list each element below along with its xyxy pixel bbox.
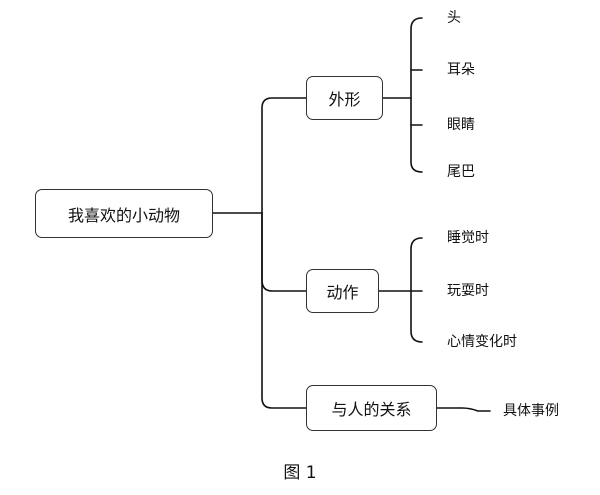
leaf-label: 头: [447, 10, 461, 26]
leaf-label: 心情变化时: [447, 334, 517, 350]
leaf-label: 具体事例: [503, 403, 559, 419]
branch-node-label: 与人的关系: [331, 400, 412, 419]
leaf-label: 尾巴: [447, 164, 475, 180]
branch-node-label: 动作: [326, 283, 359, 302]
leaf-label: 玩耍时: [447, 283, 489, 299]
connector-trunk-middle: [261, 212, 307, 292]
branch-node-actions: 动作: [306, 269, 379, 313]
leaf-label: 眼睛: [447, 117, 475, 133]
figure-caption: 图 1: [283, 463, 317, 483]
connector-branch3-stem: [436, 407, 491, 412]
connector-trunk-bottom: [261, 212, 307, 409]
root-node: 我喜欢的小动物: [35, 189, 213, 238]
branch-node-relationship: 与人的关系: [306, 385, 437, 431]
connector-trunk-top: [261, 97, 307, 214]
root-node-label: 我喜欢的小动物: [67, 205, 180, 225]
connector-branch2-bracket: [410, 237, 423, 343]
leaf-label: 耳朵: [447, 62, 475, 78]
connector-branch1-bracket: [410, 17, 423, 173]
branch-node-appearance: 外形: [306, 76, 383, 120]
branch-node-label: 外形: [328, 90, 361, 109]
leaf-label: 睡觉时: [447, 230, 489, 246]
